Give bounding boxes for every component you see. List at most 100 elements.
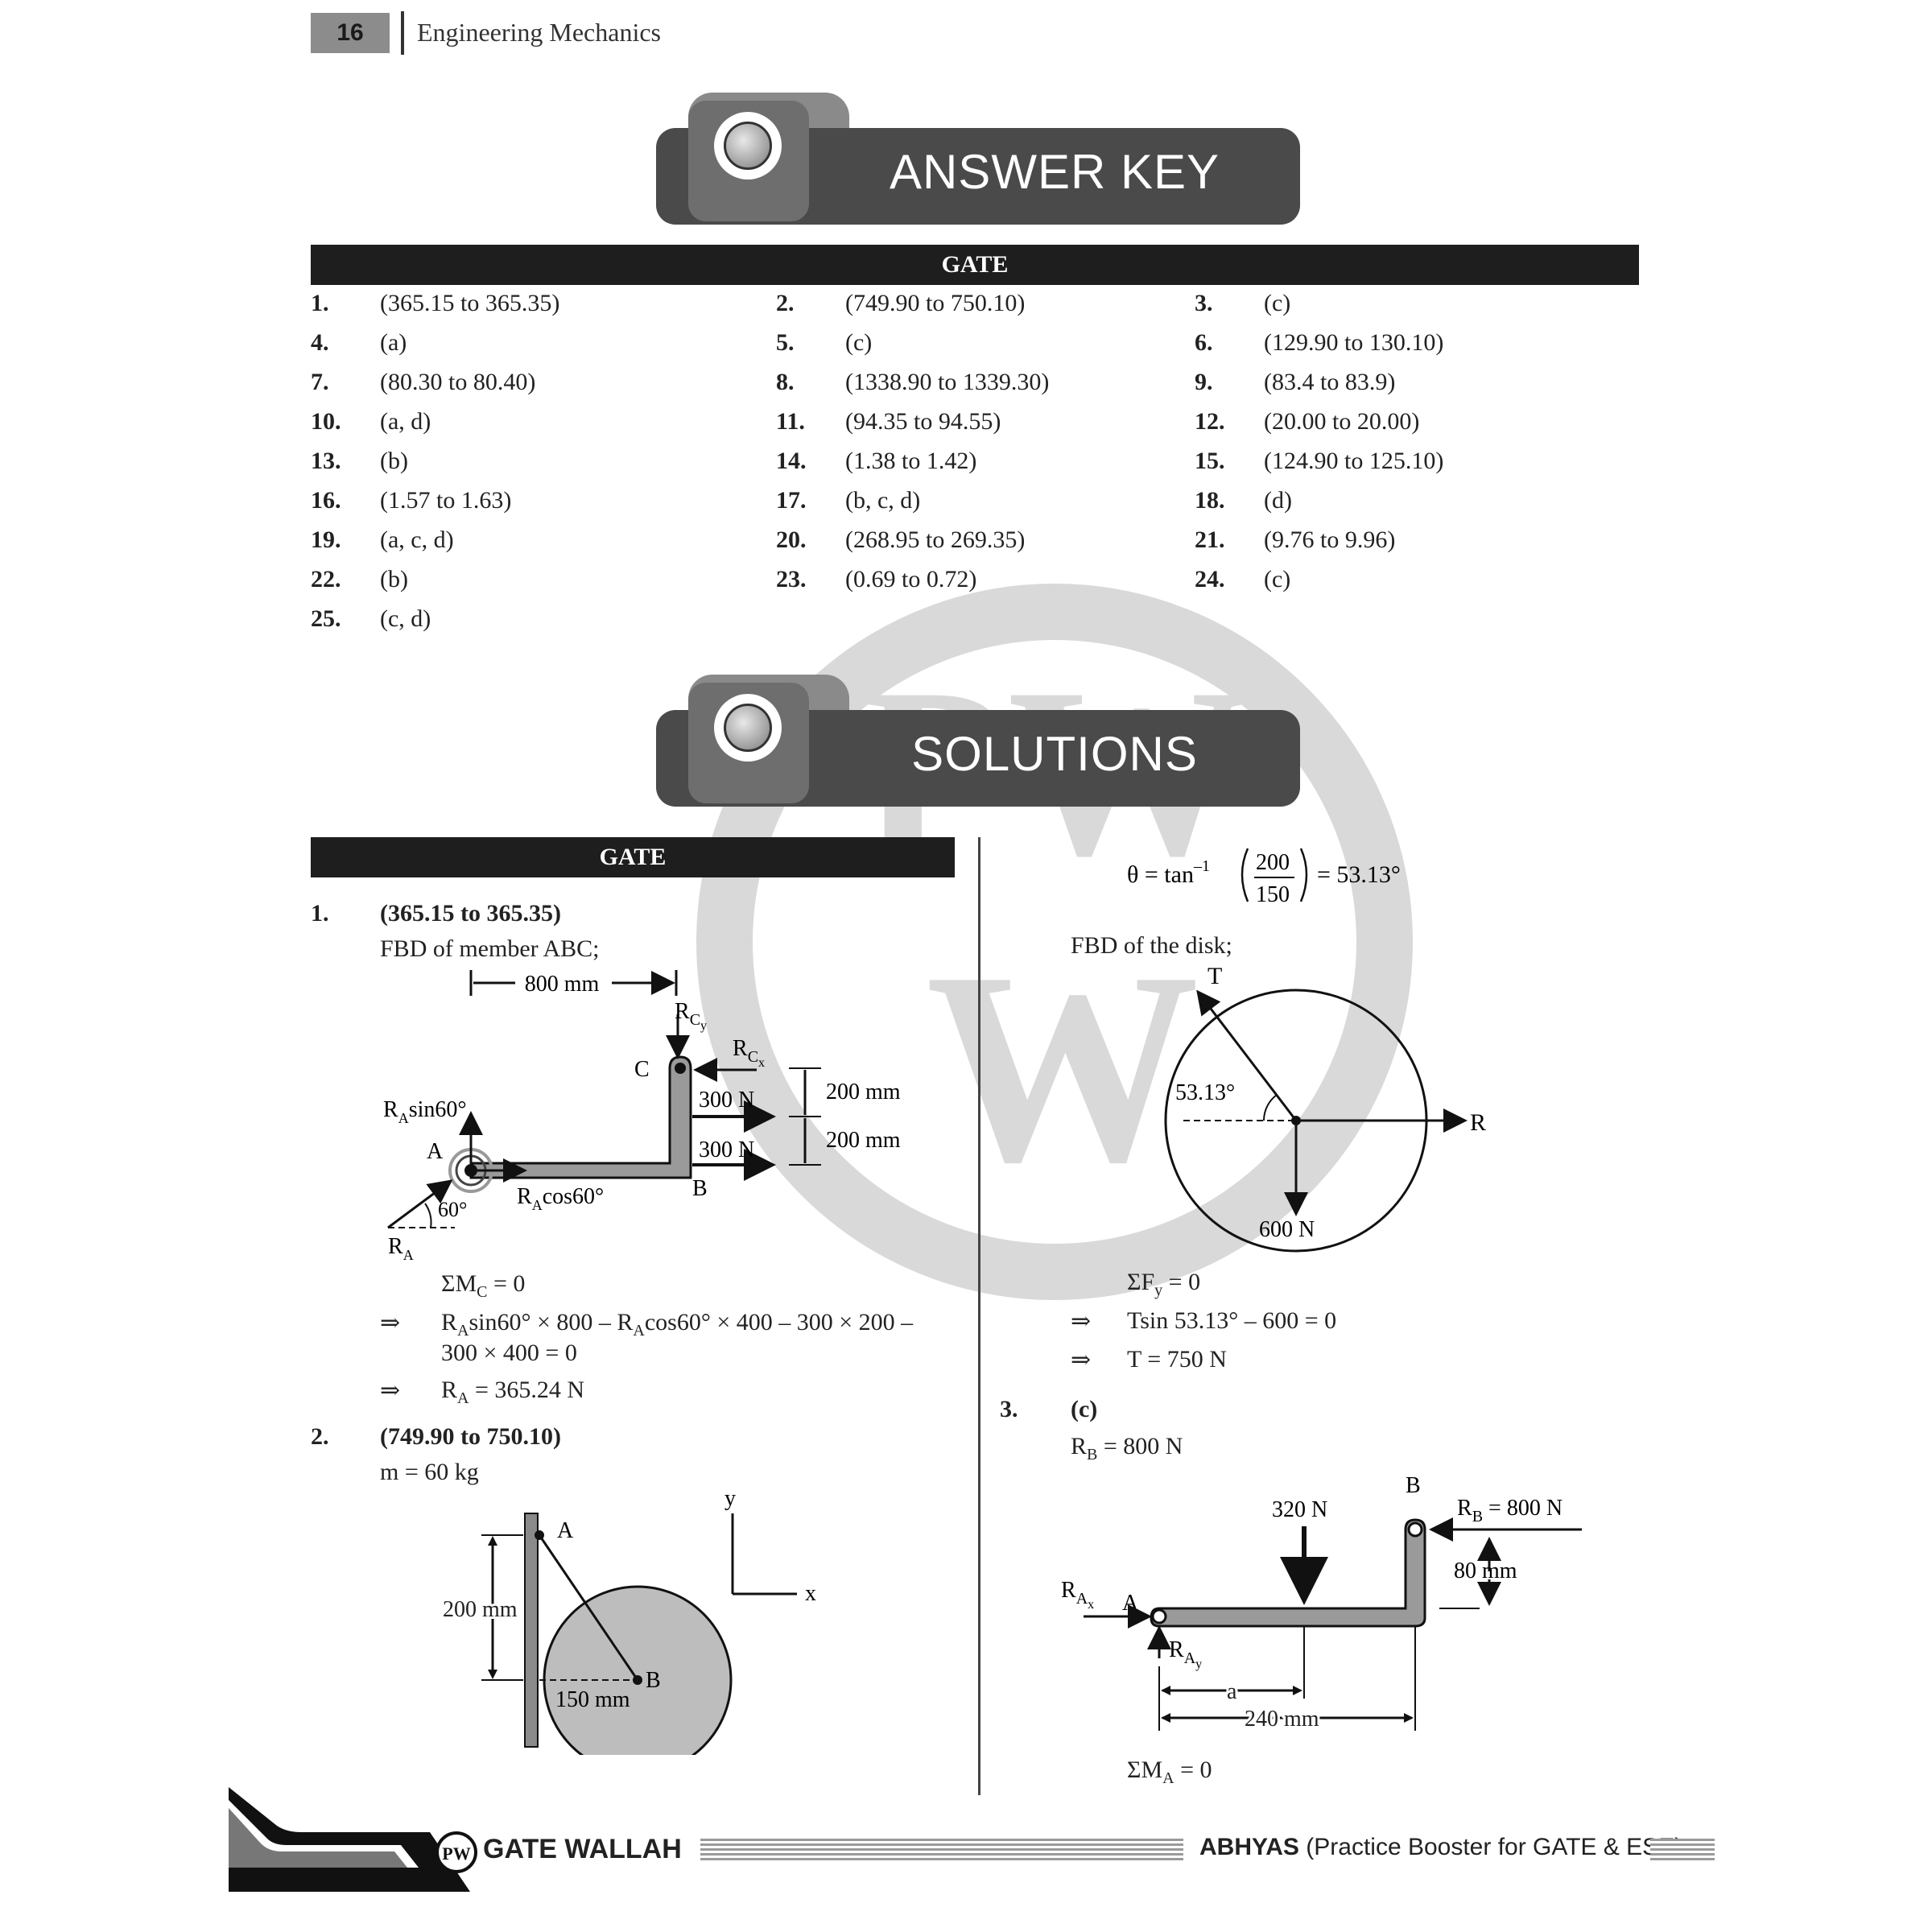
answer-key-section-bar: GATE bbox=[311, 245, 1639, 285]
q1-label-c: C bbox=[634, 1057, 650, 1082]
answer-key-item: 18.(d) bbox=[1195, 487, 1613, 519]
q2-mass: m = 60 kg bbox=[380, 1459, 479, 1485]
answer-key-value: (b, c, d) bbox=[845, 487, 921, 514]
q1-label-a: A bbox=[427, 1139, 444, 1164]
answer-key-value: (365.15 to 365.35) bbox=[380, 290, 560, 316]
answer-key-item: 3.(c) bbox=[1195, 290, 1613, 322]
q2-label-b: B bbox=[646, 1668, 661, 1693]
answer-key-item: 8.(1338.90 to 1339.30) bbox=[776, 369, 1195, 401]
answer-key-item: 22.(b) bbox=[311, 566, 729, 598]
answer-key-item: 17.(b, c, d) bbox=[776, 487, 1195, 519]
book-title: Engineering Mechanics bbox=[417, 18, 661, 47]
answer-key-number: 24. bbox=[1195, 566, 1225, 592]
answer-key-value: (1.57 to 1.63) bbox=[380, 487, 512, 514]
answer-key-number: 15. bbox=[1195, 448, 1225, 474]
q3-dim-80: 80 mm bbox=[1454, 1558, 1517, 1583]
footer-stripes-left bbox=[700, 1839, 1183, 1861]
answer-key-value: (124.90 to 125.10) bbox=[1264, 448, 1444, 474]
q3-ray-label: RAy bbox=[1169, 1637, 1202, 1671]
answer-key-number: 16. bbox=[311, 487, 341, 514]
implies-arrow: ⇒ bbox=[380, 1377, 401, 1404]
answer-key-value: (268.95 to 269.35) bbox=[845, 526, 1026, 553]
answer-key-item: 24.(c) bbox=[1195, 566, 1613, 598]
q3-rax-label: RAx bbox=[1061, 1578, 1094, 1612]
q2-answer: (749.90 to 750.10) bbox=[380, 1423, 561, 1450]
answer-key-value: (c) bbox=[845, 329, 873, 356]
answer-key-value: (749.90 to 750.10) bbox=[845, 290, 1026, 316]
q3-dim-a: a bbox=[1227, 1679, 1237, 1704]
q2-fbd-disk-intro: FBD of the disk; bbox=[1071, 932, 1232, 959]
q2-eq-fy: ΣFy = 0 bbox=[1127, 1269, 1201, 1299]
q1-rcx-label: RCx bbox=[733, 1036, 765, 1070]
q1-intro: FBD of member ABC; bbox=[380, 935, 600, 962]
answer-key-item: 15. (124.90 to 125.10) bbox=[1195, 448, 1613, 480]
answer-key-value: (a) bbox=[380, 329, 407, 356]
answer-key-value: (a, d) bbox=[380, 408, 431, 435]
q2-disk-weight: 600 N bbox=[1259, 1217, 1315, 1242]
q3-rb: RB = 800 N bbox=[1071, 1433, 1183, 1463]
q1-fbd-diagram: 800 mm RCy RCx C 300 N 300 N 200 mm 200 … bbox=[383, 970, 901, 1263]
q1-dim-800: 800 mm bbox=[525, 972, 600, 997]
q2-eq-result: T = 750 N bbox=[1127, 1346, 1227, 1373]
q2-frac-num: 200 bbox=[1256, 850, 1290, 875]
answer-key-value: (c, d) bbox=[380, 605, 431, 632]
q2-dim-150: 150 mm bbox=[555, 1687, 630, 1712]
footer-brand: GATE WALLAH bbox=[483, 1834, 682, 1864]
implies-arrow: ⇒ bbox=[380, 1310, 401, 1336]
answer-key-number: 12. bbox=[1195, 408, 1225, 435]
answer-key-item: 14.(1.38 to 1.42) bbox=[776, 448, 1195, 480]
banner-knob-icon bbox=[714, 694, 782, 762]
answer-key-number: 10. bbox=[311, 408, 341, 435]
answer-key-number: 22. bbox=[311, 566, 341, 592]
q2-label-a: A bbox=[557, 1518, 574, 1543]
answer-key-item: 4.(a) bbox=[311, 329, 729, 361]
answer-key-value: (b) bbox=[380, 448, 408, 474]
answer-key-value: (80.30 to 80.40) bbox=[380, 369, 536, 395]
implies-arrow: ⇒ bbox=[1071, 1308, 1092, 1335]
q2-axis-y: y bbox=[724, 1489, 736, 1511]
q1-eq-result: RA = 365.24 N bbox=[441, 1377, 585, 1407]
implies-arrow: ⇒ bbox=[1071, 1347, 1092, 1373]
q1-eq-expansion: RAsin60° × 800 – RAcos60° × 400 – 300 × … bbox=[441, 1309, 914, 1340]
q2-disk-t: T bbox=[1208, 963, 1222, 989]
answer-key-value: (20.00 to 20.00) bbox=[1264, 408, 1420, 435]
answer-key-item: 25.(c, d) bbox=[311, 605, 729, 638]
answer-key-item: 5. (c) bbox=[776, 329, 1195, 361]
q1-dim-200a: 200 mm bbox=[826, 1080, 901, 1104]
answer-key-number: 11. bbox=[776, 408, 805, 435]
q2-theta-equation: θ = tan–1 200 150 = 53.13° bbox=[1127, 848, 1401, 907]
svg-text:PW: PW bbox=[442, 1843, 470, 1864]
answer-key-number: 8. bbox=[776, 369, 795, 395]
q1-angle-label: 60° bbox=[438, 1198, 467, 1221]
footer-tagline: ABHYAS (Practice Booster for GATE & ESE) bbox=[1199, 1834, 1683, 1860]
answer-key-value: (d) bbox=[1264, 487, 1292, 514]
answer-key-item: 10. (a, d) bbox=[311, 408, 729, 440]
q3-eq-moment: ΣMA = 0 bbox=[1127, 1757, 1212, 1787]
q1-dim-200b: 200 mm bbox=[826, 1128, 901, 1153]
footer-swoosh-graphic bbox=[229, 1787, 470, 1892]
answer-key-number: 6. bbox=[1195, 329, 1213, 356]
q1-racos-label: RAcos60° bbox=[517, 1184, 604, 1213]
q2-disk-fbd-diagram: T R 53.13° 600 N bbox=[1164, 963, 1486, 1253]
q2-number: 2. bbox=[311, 1423, 329, 1450]
answer-key-value: (83.4 to 83.9) bbox=[1264, 369, 1396, 395]
q1-answer: (365.15 to 365.35) bbox=[380, 900, 561, 927]
answer-key-number: 9. bbox=[1195, 369, 1213, 395]
q2-axis-x: x bbox=[805, 1581, 816, 1606]
footer-stripes-right bbox=[1650, 1839, 1715, 1861]
answer-key-item: 20. (268.95 to 269.35) bbox=[776, 526, 1195, 559]
answer-key-item: 12. (20.00 to 20.00) bbox=[1195, 408, 1613, 440]
answer-key-item: 6.(129.90 to 130.10) bbox=[1195, 329, 1613, 361]
answer-key-number: 5. bbox=[776, 329, 795, 356]
q3-dim-240: 240 mm bbox=[1245, 1707, 1319, 1732]
q3-label-a: A bbox=[1122, 1591, 1139, 1616]
answer-key-value: (a, c, d) bbox=[380, 526, 454, 553]
answer-key-number: 3. bbox=[1195, 290, 1213, 316]
answer-key-number: 20. bbox=[776, 526, 807, 553]
answer-key-value: (0.69 to 0.72) bbox=[845, 566, 977, 592]
q1-rasin-label: RAsin60° bbox=[383, 1097, 467, 1126]
q1-label-b: B bbox=[692, 1176, 708, 1201]
banner-knob-icon bbox=[714, 112, 782, 180]
q3-beam-diagram: B A 320 N RB = 800 N 80 mm RAx RAy a 240… bbox=[1061, 1473, 1582, 1734]
header-divider bbox=[401, 11, 404, 55]
